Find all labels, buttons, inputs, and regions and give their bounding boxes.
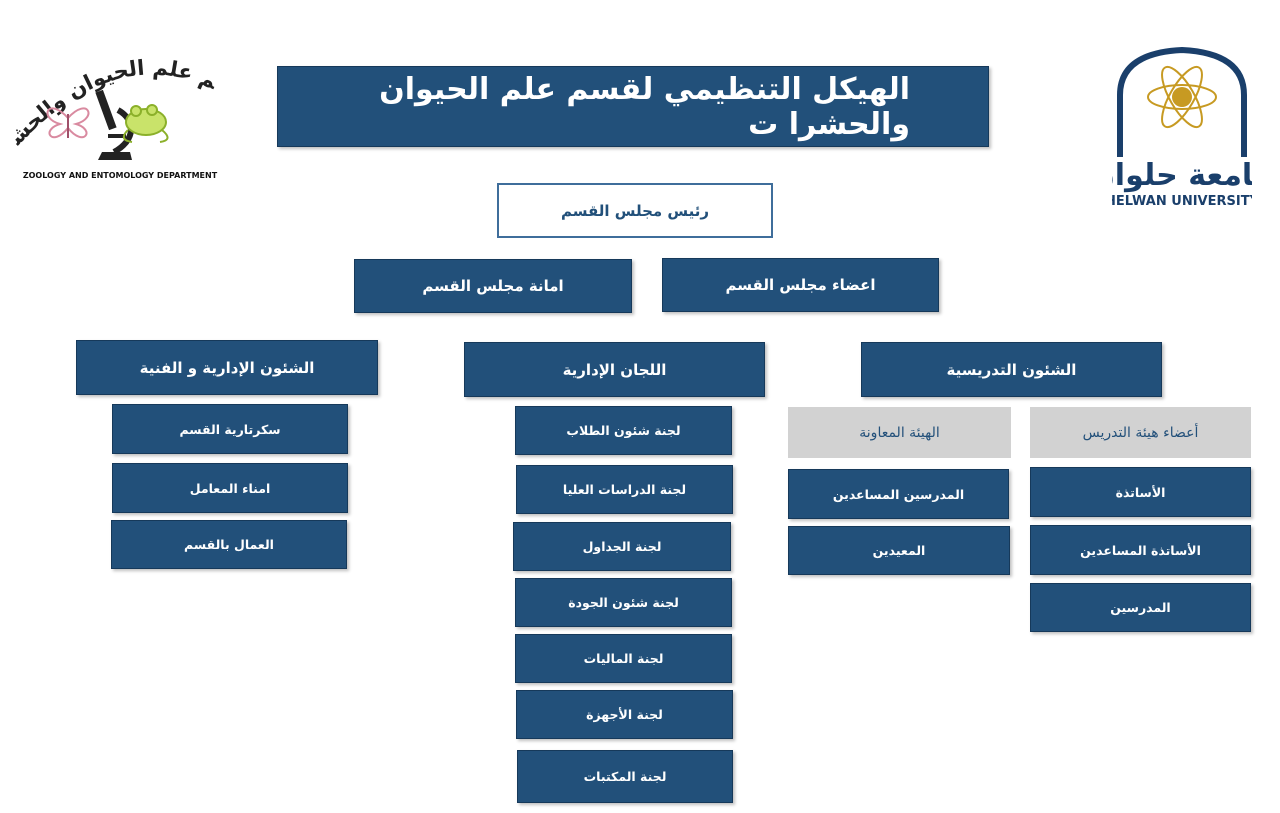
admin-technical-affairs-box: الشئون الإدارية و الفنية <box>76 340 378 395</box>
admin-item: امناء المعامل <box>112 463 348 513</box>
atom-icon <box>1147 65 1217 129</box>
assistant-staff-item: المدرسين المساعدين <box>788 469 1009 519</box>
assistant-staff-header: الهيئة المعاونة <box>788 407 1011 458</box>
butterfly-icon <box>46 107 90 139</box>
department-logo-english: ZOOLOGY AND ENTOMOLOGY DEPARTMENT <box>23 171 218 180</box>
faculty-item: الأساتذة المساعدين <box>1030 525 1251 575</box>
committee-item: لجنة الدراسات العليا <box>516 465 733 514</box>
university-logo-english: HELWAN UNIVERSITY <box>1112 194 1252 209</box>
faculty-item: الأساتذة <box>1030 467 1251 517</box>
faculty-members-header: أعضاء هيئة التدريس <box>1030 407 1251 458</box>
committee-item: لجنة شئون الجودة <box>515 578 732 627</box>
admin-item: سكرتارية القسم <box>112 404 348 454</box>
committee-item: لجنة الأجهزة <box>516 690 733 739</box>
committee-item: لجنة الجداول <box>513 522 731 571</box>
admin-item: العمال بالقسم <box>111 520 347 569</box>
committee-item: لجنة الماليات <box>515 634 732 683</box>
faculty-item: المدرسين <box>1030 583 1251 632</box>
committee-item: لجنة شئون الطلاب <box>515 406 732 455</box>
admin-committees-box: اللجان الإدارية <box>464 342 765 397</box>
teaching-affairs-box: الشئون التدريسية <box>861 342 1162 397</box>
frog-icon <box>122 104 169 143</box>
council-secretariat-box: امانة مجلس القسم <box>354 259 632 313</box>
department-head-box: رئيس مجلس القسم <box>497 183 773 238</box>
page-title: الهيكل التنظيمي لقسم علم الحيوان والحشرا… <box>277 66 989 147</box>
committee-item: لجنة المكتبات <box>517 750 733 803</box>
assistant-staff-item: المعيدين <box>788 526 1010 575</box>
university-logo: جامعة حلوان HELWAN UNIVERSITY <box>1089 45 1275 210</box>
university-logo-arabic: جامعة حلوان <box>1112 158 1252 193</box>
council-members-box: اعضاء مجلس القسم <box>662 258 939 312</box>
